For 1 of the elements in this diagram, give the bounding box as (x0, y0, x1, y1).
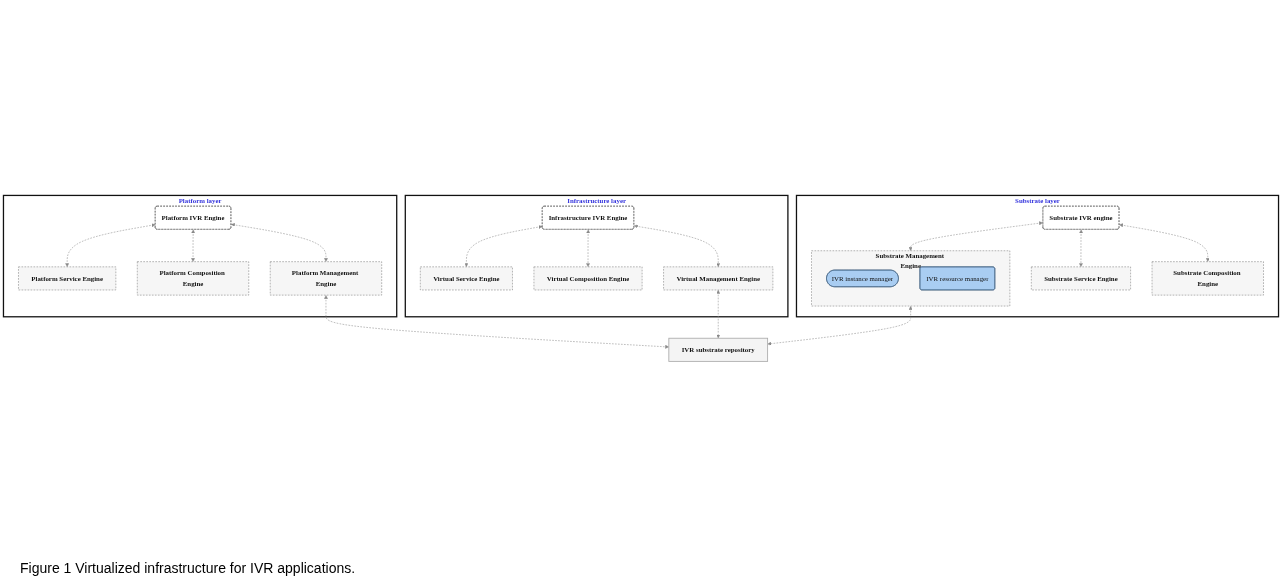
figure-caption: Figure 1 Virtualized infrastructure for IVR applications. (20, 560, 357, 576)
